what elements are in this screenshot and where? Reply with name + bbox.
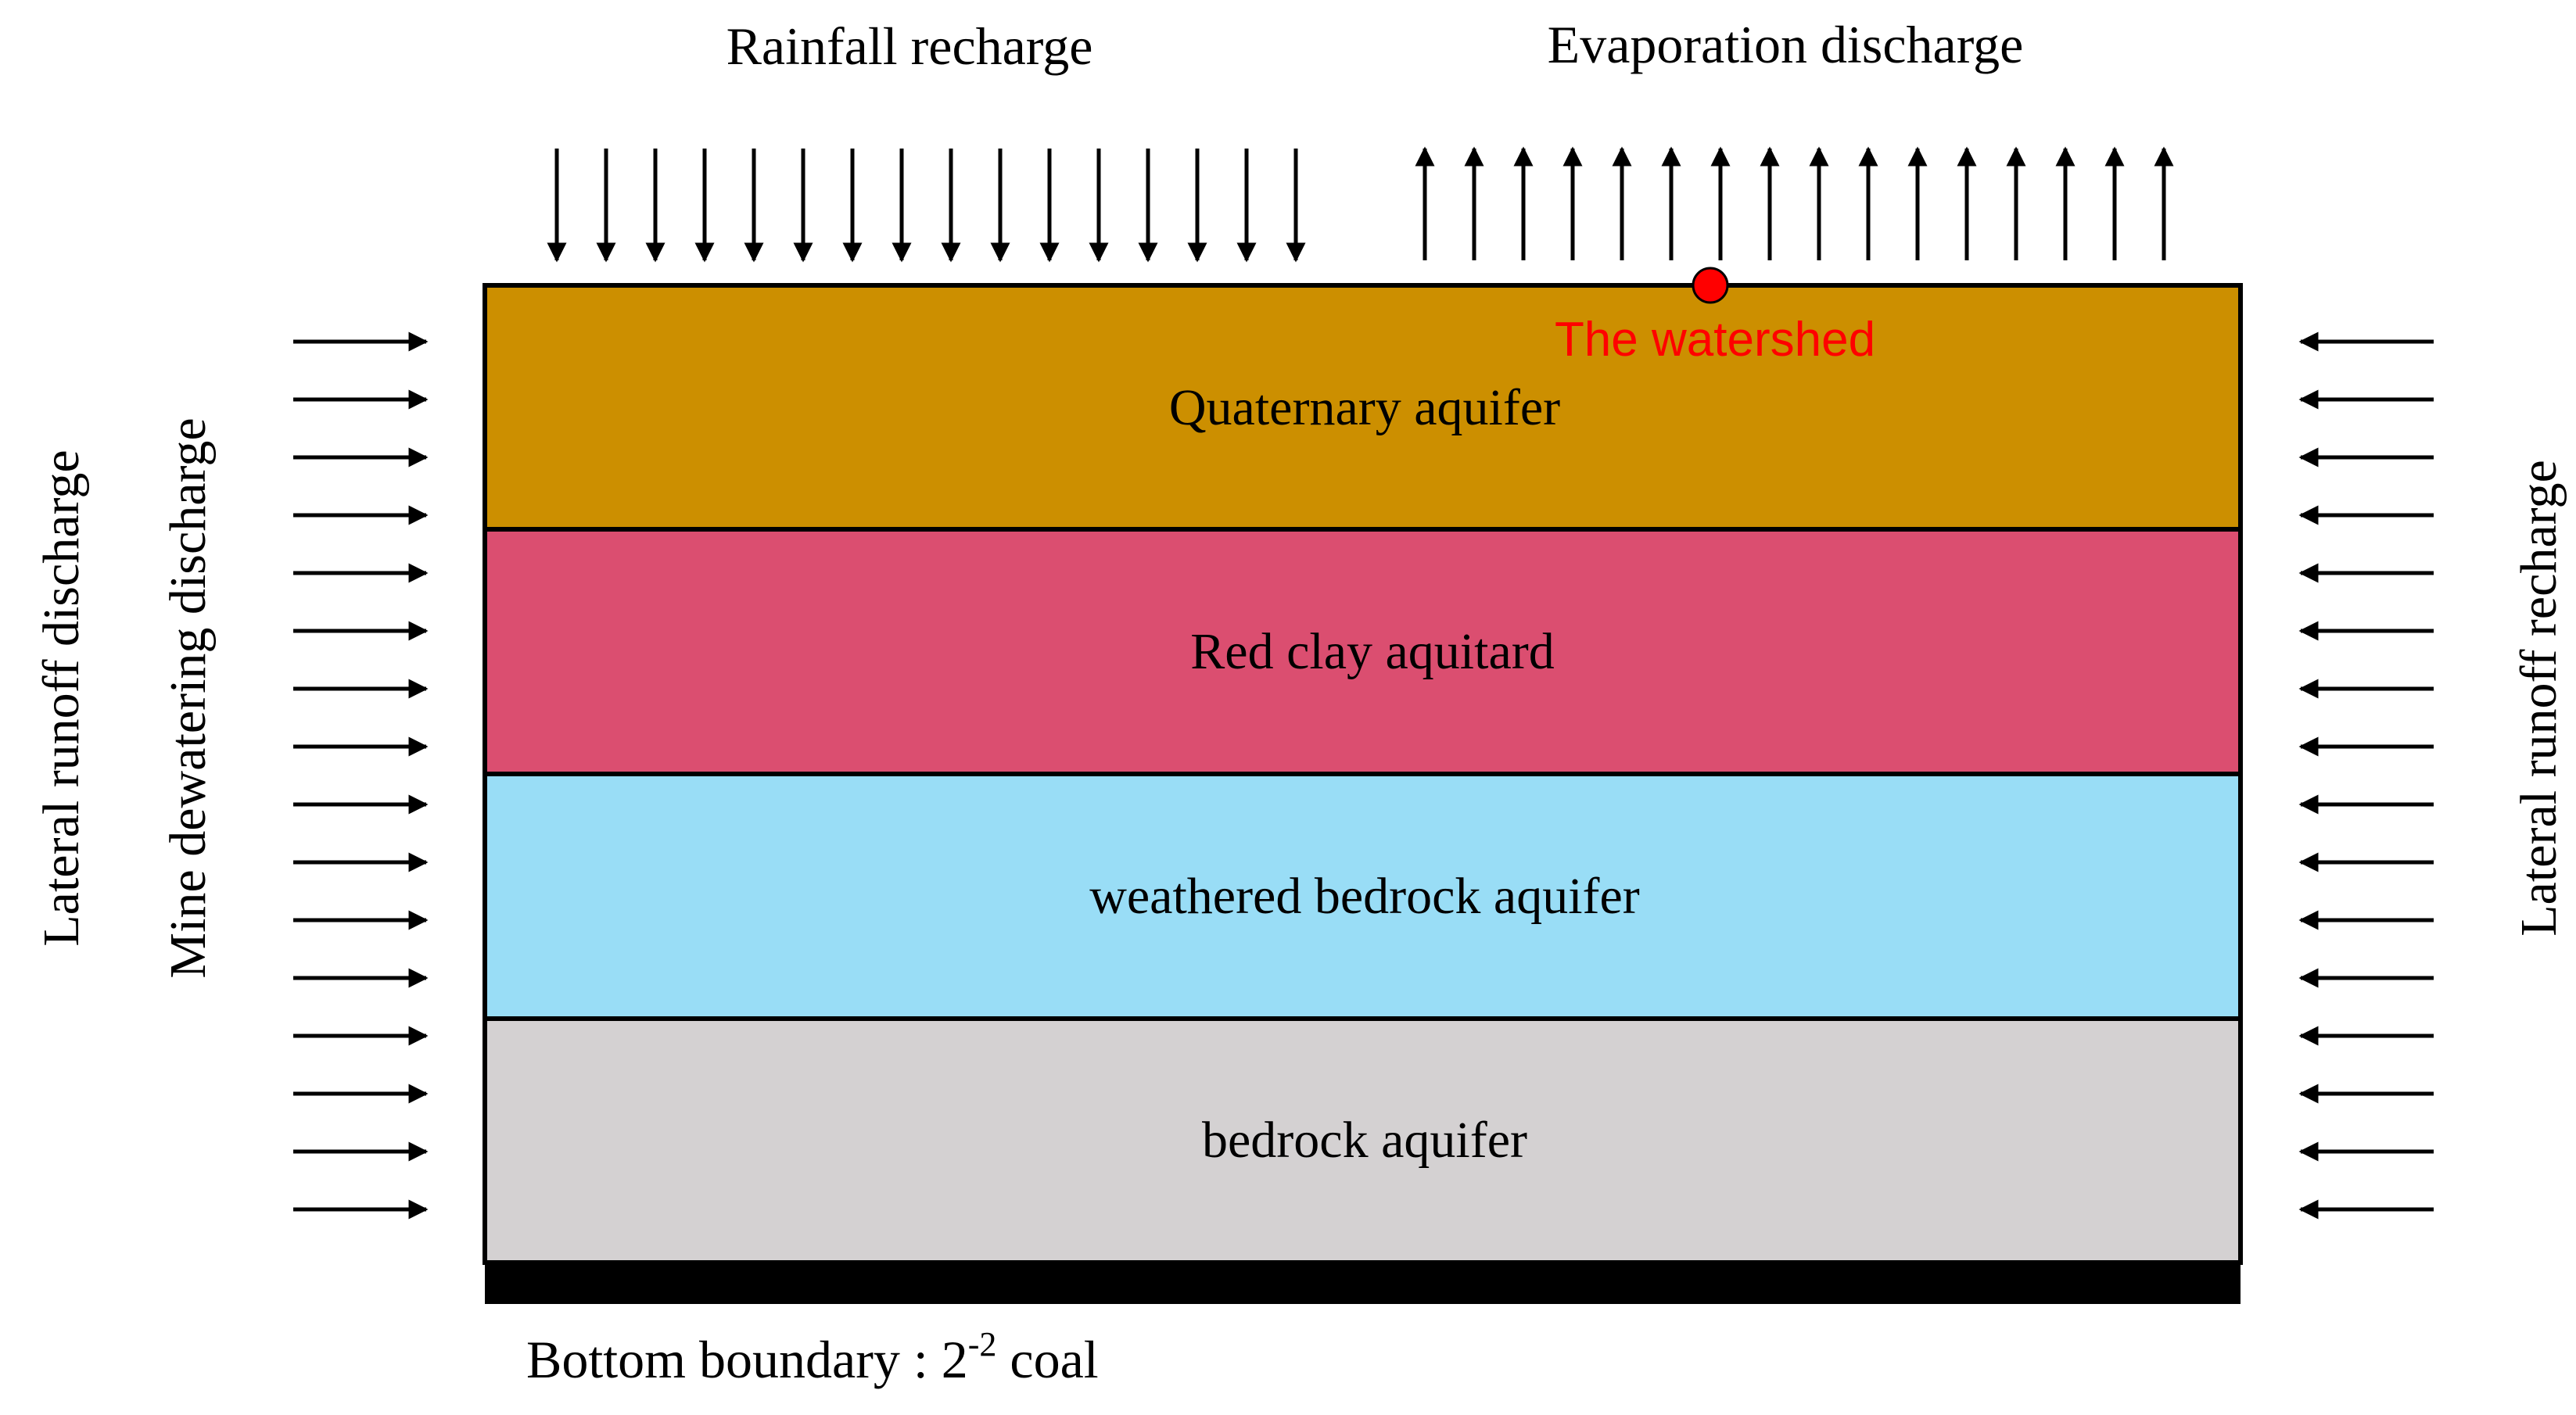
bottom-boundary-bar <box>485 1263 2241 1304</box>
mine-dewatering-discharge-label: Mine dewatering discharge <box>160 417 217 978</box>
bottom-boundary-prefix: Bottom boundary : 2 <box>526 1330 968 1389</box>
layer-weathered-bedrock-aquifer <box>483 772 2243 1021</box>
lateral-runoff-discharge-label: Lateral runoff discharge <box>33 450 90 946</box>
bottom-boundary-superscript: -2 <box>968 1325 997 1363</box>
evaporation-arrows <box>1415 146 2174 260</box>
rainfall-arrows <box>547 149 1306 263</box>
bottom-boundary-label: Bottom boundary : 2-2 coal <box>526 1325 1099 1389</box>
bottom-boundary-suffix: coal <box>996 1330 1098 1389</box>
layer-bedrock-aquifer <box>483 1016 2243 1265</box>
layer-label-quaternary: Quaternary aquifer <box>1169 379 1560 436</box>
evaporation-discharge-label: Evaporation discharge <box>1548 15 2024 74</box>
layer-label-red-clay: Red clay aquitard <box>1190 623 1554 680</box>
layer-label-weathered-bedrock: weathered bedrock aquifer <box>1089 868 1640 925</box>
lateral-runoff-recharge-label: Lateral runoff recharge <box>2510 460 2567 937</box>
layer-quaternary-aquifer <box>483 283 2243 532</box>
left-lateral-arrows <box>293 331 429 1220</box>
rainfall-recharge-label: Rainfall recharge <box>727 16 1093 76</box>
watershed-marker <box>1692 267 1729 304</box>
right-lateral-arrows <box>2298 331 2434 1220</box>
strata <box>483 283 2243 1304</box>
layer-label-bedrock: bedrock aquifer <box>1202 1112 1527 1169</box>
watershed-label: The watershed <box>1555 313 1875 367</box>
layer-red-clay-aquitard <box>483 527 2243 776</box>
layer-labels: Quaternary aquifer Red clay aquitard wea… <box>1089 379 1640 1169</box>
